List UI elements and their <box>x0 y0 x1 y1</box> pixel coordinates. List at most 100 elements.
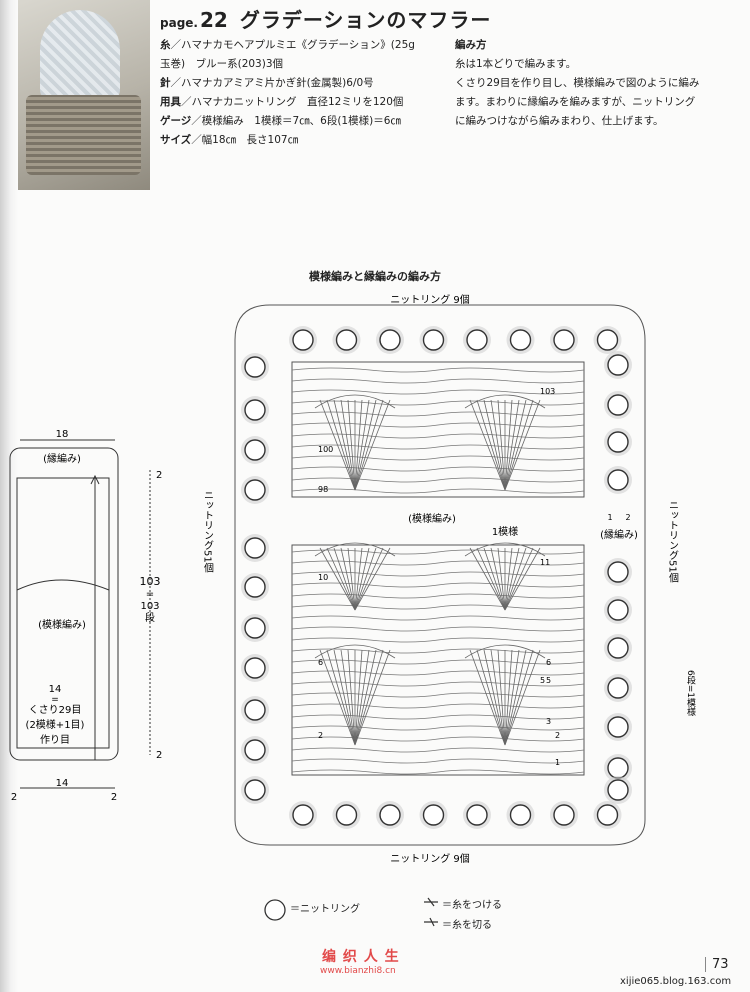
fan-stitch <box>354 547 363 611</box>
stitch-row <box>291 582 585 588</box>
stitch-row <box>291 444 585 450</box>
yarn-value-2: 玉巻) ブルー系(203)3個 <box>160 58 284 70</box>
row-number: 2 <box>555 731 560 740</box>
knit-ring <box>607 599 629 621</box>
fan-stitch <box>354 547 377 611</box>
fan-arc <box>314 394 396 409</box>
fan-stitch <box>333 399 356 491</box>
chart-top-block <box>291 361 585 498</box>
outer-border <box>234 304 646 846</box>
fan-stitch <box>354 649 384 746</box>
page-label: page. <box>160 16 198 30</box>
legend-attach: ＝糸をつける <box>442 900 502 911</box>
schematic-border-label: (縁編み) <box>43 452 81 465</box>
schematic-two-bottom: 2 <box>156 750 162 761</box>
row-number: 100 <box>318 445 333 454</box>
row-number: 5 <box>540 676 545 685</box>
stitch-row <box>291 604 585 610</box>
fan-stitch <box>354 399 384 491</box>
chart-outline <box>234 304 646 846</box>
schematic-rows-unit: 段 <box>145 611 155 624</box>
pm-one: 1 <box>607 513 612 522</box>
fan-stitch <box>504 399 541 491</box>
stitch-row <box>291 659 585 665</box>
stitch-row <box>291 758 585 764</box>
ring-label-right: ニットリング51個 <box>667 500 679 584</box>
fan-stitch <box>497 649 506 746</box>
fan-arc <box>314 542 396 557</box>
stitch-row <box>291 389 585 395</box>
instructions-heading: 編み方 <box>455 39 487 51</box>
foundation-repeat: (2模様+1目) <box>26 718 85 731</box>
stitch-row <box>291 681 585 687</box>
knit-ring <box>553 329 575 351</box>
knit-ring <box>607 394 629 416</box>
border-label: (縁編み) <box>600 528 638 541</box>
fan-stitch <box>490 399 506 491</box>
gauge-label: ゲージ <box>160 115 192 127</box>
fan-stitch <box>497 547 506 611</box>
fan-stitch <box>504 399 520 491</box>
knit-ring <box>379 804 401 826</box>
stitch-row <box>291 378 585 384</box>
arrow-head <box>90 474 100 485</box>
row-number: 6 <box>546 658 551 667</box>
foundation-number: 14 <box>49 684 62 695</box>
stitch-row <box>291 648 585 654</box>
fan-stitch <box>504 649 527 746</box>
fan-stitch <box>326 649 356 746</box>
schematic-eq: = <box>146 589 154 600</box>
fan-arc <box>464 644 546 659</box>
watermark-url: www.bianzhi8.cn <box>320 966 396 976</box>
stitch-row <box>291 769 585 775</box>
stitch-row <box>291 637 585 643</box>
tool-value: ／ハマナカニットリング 直径12ミリを120個 <box>181 96 404 108</box>
fan-stitch <box>347 547 356 611</box>
stitch-row <box>291 692 585 698</box>
fan-arc <box>464 542 546 557</box>
stitch-row <box>291 725 585 731</box>
fan-stitch <box>326 547 356 611</box>
row-number: 3 <box>546 717 551 726</box>
legend-ring-icon <box>264 899 286 921</box>
fan-stitch <box>504 547 527 611</box>
fan-stitch <box>469 649 506 746</box>
schematic-width-bottom: 14 <box>56 778 69 789</box>
knit-ring <box>244 479 266 501</box>
knit-ring <box>244 537 266 559</box>
one-repeat-label: 1模様 <box>492 525 518 538</box>
tool-label: 用具 <box>160 96 181 108</box>
pineapple-motifs <box>314 394 546 746</box>
page-footer-number: 73 <box>705 957 729 972</box>
fan-stitch <box>354 547 370 611</box>
stitch-row <box>291 422 585 428</box>
instructions-line: に編みつけながら編みまわり、仕上げます。 <box>455 115 664 127</box>
stitch-row <box>291 670 585 676</box>
scarf-photo <box>18 0 150 190</box>
row-number: 98 <box>318 485 328 494</box>
stitch-row <box>291 747 585 753</box>
knit-ring <box>335 804 358 826</box>
knit-ring <box>607 354 629 376</box>
knit-rings <box>241 326 632 829</box>
fan-stitch <box>333 649 356 746</box>
knit-ring <box>292 804 314 826</box>
ring-label-left: ニットリング51個 <box>202 490 214 574</box>
knit-ring <box>607 561 629 583</box>
knit-ring <box>244 439 266 461</box>
fan-stitch <box>319 399 356 491</box>
instructions-line: 糸は1本どりで編みます。 <box>455 58 577 70</box>
schematic-height: 103 <box>140 575 161 588</box>
scarf-image <box>40 10 120 100</box>
fan-stitch <box>504 547 534 611</box>
fan-stitch <box>340 649 356 746</box>
diagram-title: 模様編みと縁編みの編み方 <box>309 270 441 283</box>
stitch-row <box>291 593 585 599</box>
schematic-inner <box>16 477 110 749</box>
schematic-pattern-label: (模様編み) <box>38 618 86 631</box>
schematic-divider <box>16 579 110 591</box>
stitch-row <box>291 736 585 742</box>
fan-stitch <box>354 547 391 611</box>
